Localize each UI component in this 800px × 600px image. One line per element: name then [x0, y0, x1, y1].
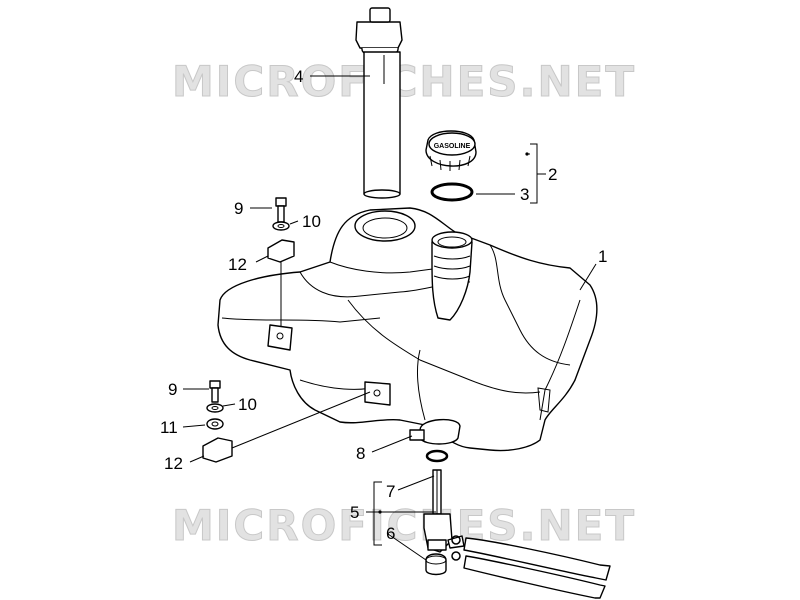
tap-seal-ring — [425, 449, 449, 463]
callout-2: 2 — [548, 165, 557, 184]
callout-12-upper: 12 — [228, 255, 247, 274]
callout-1: 1 — [598, 247, 607, 266]
fuel-level-sender — [355, 7, 403, 199]
leader-lines — [182, 75, 597, 561]
cap-label: GASOLINE — [434, 143, 471, 150]
callout-labels: 4 1 2 3 9 10 12 9 10 11 12 8 7 5 6 — [160, 67, 607, 543]
callout-9-lower: 9 — [168, 380, 177, 399]
watermark-top: MICROFICHES.NET — [172, 57, 636, 106]
callout-3: 3 — [520, 185, 529, 204]
callout-10-upper: 10 — [302, 212, 321, 231]
fuel-hoses — [451, 535, 611, 599]
upper-mount-hardware — [267, 197, 295, 326]
fuel-tank — [217, 207, 598, 452]
callout-4: 4 — [294, 67, 303, 86]
fuel-cap: GASOLINE — [425, 130, 477, 171]
cap-seal-ring — [430, 182, 474, 202]
callout-12-lower: 12 — [164, 454, 183, 473]
callout-10-lower: 10 — [238, 395, 257, 414]
lower-mount-hardware — [202, 380, 371, 463]
hose-clamp — [409, 419, 461, 445]
callout-5: 5 — [350, 503, 359, 522]
callout-9-upper: 9 — [234, 199, 243, 218]
callout-6: 6 — [386, 524, 395, 543]
watermark-bottom: MICROFICHES.NET — [172, 501, 636, 550]
callout-7: 7 — [386, 482, 395, 501]
callout-8: 8 — [356, 444, 365, 463]
callout-11: 11 — [160, 418, 178, 437]
